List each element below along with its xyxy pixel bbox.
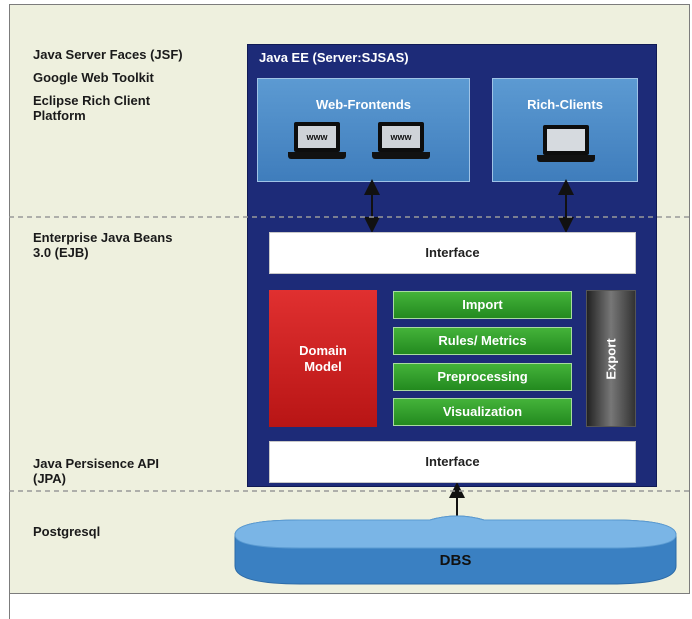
server-title: Java EE (Server:SJSAS) [259,50,409,65]
interface-box-bottom: Interface [269,441,636,483]
export-label: Export [603,337,619,380]
laptop-icon: www [288,122,346,159]
domain-model-label-line1: Domain [299,342,347,358]
layer-label-ejb-version: 3.0 (EJB) [33,245,89,260]
laptop-icon [537,125,595,162]
web-frontends-box: Web-Frontends www www [257,78,470,182]
layer-label-persistence: Java Persisence API (JPA) [33,456,159,486]
laptop-screen-text: www [382,126,420,148]
database-label: DBS [439,552,472,569]
layer-label-platform: Platform [33,108,86,123]
domain-model-box: Domain Model [269,290,377,427]
interface-box-top: Interface [269,232,636,274]
domain-model-label-line2: Model [304,358,342,374]
module-visualization: Visualization [393,398,572,426]
web-frontends-label: Web-Frontends [315,97,412,112]
module-import: Import [393,291,572,319]
layer-label-presentation: Java Server Faces (JSF) Google Web Toolk… [33,47,183,123]
laptop-icon: www [372,122,430,159]
frame-stub-line [9,594,10,619]
layer-label-postgresql: Postgresql [33,524,101,539]
layer-label-jpa: Java Persisence API [33,456,159,471]
export-box: Export [586,290,636,427]
laptop-screen-text: www [298,126,336,148]
layer-label-ejb: Enterprise Java Beans [33,230,173,245]
layer-label-eclipse-rcp: Eclipse Rich Client [33,93,151,108]
layer-label-jpa-abbr: (JPA) [33,471,66,486]
rich-clients-label: Rich-Clients [527,97,603,112]
layer-label-database: Postgresql [33,524,100,539]
rich-clients-box: Rich-Clients [492,78,638,182]
layer-label-gwt: Google Web Toolkit [33,70,154,85]
module-preprocessing: Preprocessing [393,363,572,391]
layer-label-jsf: Java Server Faces (JSF) [33,47,183,62]
database-cylinder [234,515,677,585]
module-rules-metrics: Rules/ Metrics [393,327,572,355]
layer-label-business: Enterprise Java Beans 3.0 (EJB) [33,230,172,260]
